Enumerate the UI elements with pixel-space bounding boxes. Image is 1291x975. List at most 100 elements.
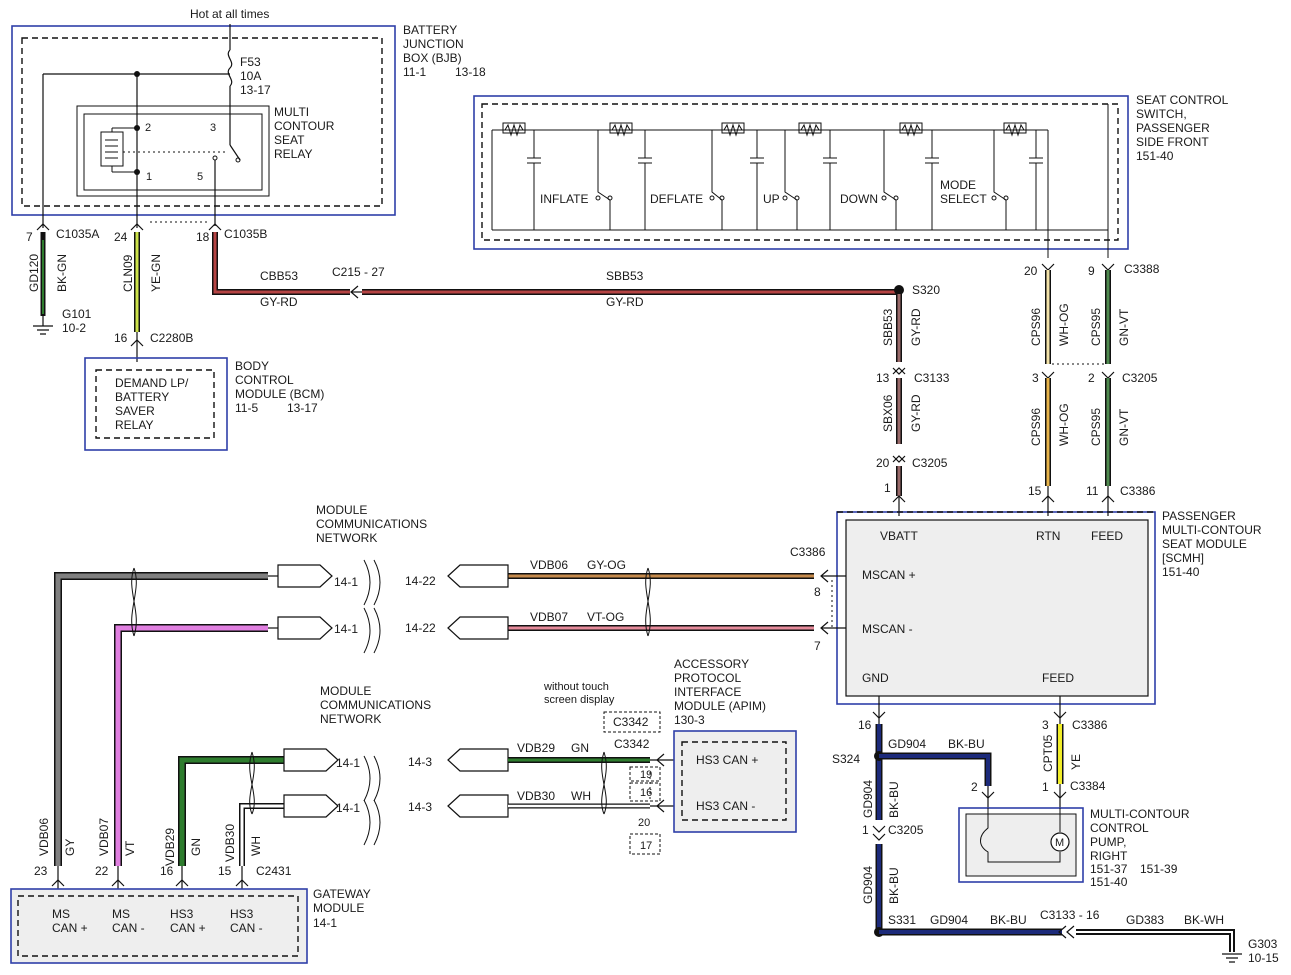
- scmh-inner: [845, 519, 1149, 697]
- apim-hs3-can-plus: HS3 CAN +: [696, 753, 758, 767]
- cps95-upper-circuit: CPS95: [1089, 308, 1103, 346]
- apim-note-2: screen display: [544, 694, 615, 706]
- gateway-title-1: GATEWAY: [313, 887, 371, 901]
- relay-coil: [100, 131, 124, 167]
- pump-motor-icon: [1050, 832, 1070, 852]
- ms-right-ref-2: 14-22: [405, 621, 436, 635]
- gd904-branch-color: BK-BU: [948, 737, 985, 751]
- pump-title-1: MULTI-CONTOUR: [1090, 807, 1190, 821]
- ground-g101-symbol: [33, 325, 53, 335]
- gateway-vdb30-color: WH: [249, 836, 263, 856]
- c3133-name: C3133: [914, 371, 950, 385]
- scmh-pin-7: 7: [814, 639, 821, 653]
- gd120-circuit: GD120: [27, 254, 41, 292]
- apim-alt-connector-box: [603, 711, 661, 733]
- c3386-feed-pin: 3: [1042, 718, 1049, 732]
- vbatt-upper-circuit: SBB53: [881, 308, 895, 346]
- wire-gd383: [1076, 931, 1233, 952]
- vdb29-color: GN: [571, 741, 589, 755]
- vdb30-circuit: VDB30: [517, 789, 555, 803]
- gateway-vdb29-color: GN: [189, 838, 203, 856]
- relay-outer: [76, 105, 270, 197]
- hs3-left-ref-2: 14-1: [336, 801, 360, 815]
- connector-c1035a: C1035A: [56, 227, 99, 241]
- gd904-lower-circuit: GD904: [861, 866, 875, 904]
- g303-name: G303: [1248, 937, 1278, 951]
- bcm-inner-dashed: [95, 369, 215, 439]
- relay-label-3: SEAT: [274, 133, 305, 147]
- scmh-title-3: SEAT MODULE: [1162, 537, 1247, 551]
- wire-vdb07-vt: [114, 624, 268, 866]
- c3205-ground-name: C3205: [888, 823, 924, 837]
- hs3-minus-right-tag: [447, 794, 509, 818]
- apim-title-3: INTERFACE: [674, 685, 741, 699]
- splice-s320-label: S320: [912, 283, 940, 297]
- gateway-inner-dashed: [17, 895, 299, 957]
- bjb-inner-dashed: [21, 37, 383, 207]
- cps95-lower-color: GN-VT: [1117, 408, 1131, 446]
- switch-inflate: INFLATE: [540, 192, 588, 206]
- seat-switch-title-1: SEAT CONTROL: [1136, 93, 1229, 107]
- vdb06-color: GY-OG: [587, 558, 626, 572]
- bcm-pin-16: 16: [114, 331, 128, 345]
- ms-network-title-2: COMMUNICATIONS: [316, 517, 427, 531]
- vdb29-circuit: VDB29: [517, 741, 555, 755]
- gnd-pin-16: 16: [858, 718, 872, 732]
- wire-vdb06-gy: [54, 572, 268, 866]
- apim-ref: 130-3: [674, 713, 705, 727]
- apim-inner-dashed: [681, 741, 787, 821]
- bcm-ref-2: 13-17: [287, 401, 318, 415]
- ms-network-title-1: MODULE: [316, 503, 367, 517]
- relay-pin-5: 5: [197, 171, 203, 183]
- ms-minus-left-tag: [277, 616, 333, 640]
- c3205-pin-3: 3: [1032, 371, 1039, 385]
- seat-switch-ref: 151-40: [1136, 149, 1174, 163]
- gd904-bottom-color: BK-BU: [990, 913, 1027, 927]
- relay-inner: [83, 113, 263, 191]
- hot-at-all-times-note: Hot at all times: [190, 7, 269, 21]
- ms-network-title-3: NETWORK: [316, 531, 377, 545]
- gateway-pin-ms-minus-2: CAN -: [112, 921, 145, 935]
- scmh-box: [836, 511, 1156, 705]
- relay-label-4: RELAY: [274, 147, 312, 161]
- hs3-network-title-2: COMMUNICATIONS: [320, 698, 431, 712]
- apim-hs3-can-minus: HS3 CAN -: [696, 799, 755, 813]
- bcm-inner-2: BATTERY: [115, 390, 169, 404]
- cps95-upper-color: GN-VT: [1117, 308, 1131, 346]
- seat-switch-inner-dashed: [481, 103, 1119, 241]
- splice-s324-label: S324: [832, 752, 860, 766]
- hs3-minus-left-tag: [283, 794, 339, 818]
- bjb-title-1: BATTERY: [403, 23, 457, 37]
- seat-switch-title-2: SWITCH,: [1136, 107, 1187, 121]
- gd904-branch-circuit: GD904: [888, 737, 926, 751]
- gateway-vdb07-color: VT: [123, 840, 137, 856]
- connector-c1035b: C1035B: [224, 227, 267, 241]
- seat-switch-title-4: SIDE FRONT: [1136, 135, 1209, 149]
- fuse-ref: 13-17: [240, 83, 271, 97]
- bcm-box: [84, 357, 228, 451]
- hs3-network-title-3: NETWORK: [320, 712, 381, 726]
- c3205-vbatt-pin: 20: [876, 456, 890, 470]
- gd904-bottom-circuit: GD904: [930, 913, 968, 927]
- hs3-plus-right-tag: [447, 748, 509, 772]
- cln09-circuit: CLN09: [121, 254, 135, 292]
- cln09-color: YE-GN: [149, 254, 163, 292]
- bjb-ref-1: 11-1: [403, 65, 426, 79]
- pump-title-4: RIGHT: [1090, 849, 1128, 863]
- ms-plus-right-tag: [447, 564, 509, 588]
- gateway-connector-c2431: C2431: [256, 864, 292, 878]
- gd904-vertical-color: BK-BU: [887, 781, 901, 818]
- scmh-title-2: MULTI-CONTOUR: [1162, 523, 1262, 537]
- c3388-name: C3388: [1124, 262, 1160, 276]
- pin-24: 24: [114, 230, 128, 244]
- gd904-vertical-circuit: GD904: [861, 780, 875, 818]
- fuse-name: F53: [240, 55, 261, 69]
- g101-ref: 10-2: [62, 321, 86, 335]
- pin-18: 18: [196, 230, 210, 244]
- switch-mode: MODE: [940, 178, 976, 192]
- gateway-vdb07-circuit: VDB07: [97, 818, 111, 856]
- cps95-lower-circuit: CPS95: [1089, 408, 1103, 446]
- pump-title-2: CONTROL: [1090, 821, 1149, 835]
- vbatt-lower-circuit: SBX06: [881, 394, 895, 432]
- bcm-title-3: MODULE (BCM): [235, 387, 324, 401]
